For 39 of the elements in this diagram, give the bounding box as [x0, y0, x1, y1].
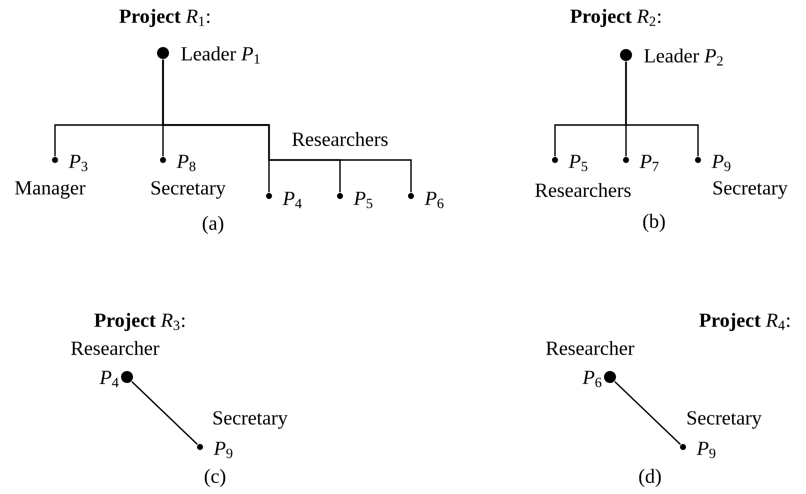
node-label: Leader P$_{2}$: [644, 48, 723, 66]
connector-line: [614, 381, 681, 445]
dot: [121, 370, 133, 383]
panel-label: (a): [202, 216, 224, 234]
panel-label: (d): [639, 468, 661, 488]
dot: [604, 370, 616, 383]
node-label: P$_{8}$: [176, 154, 196, 172]
dot: [620, 49, 632, 61]
node-label: P$_{5}$: [354, 192, 372, 208]
node-label: Researcher: [546, 340, 634, 356]
connector-line: [625, 62, 699, 156]
project-title: Project R$_{4}$:: [699, 312, 790, 332]
node-label: P$_{9}$: [214, 442, 232, 458]
node-label: Secretary: [214, 411, 288, 429]
node-label: Secretary: [714, 181, 788, 199]
group-label: Researchers: [535, 182, 631, 198]
connector-line: [131, 381, 198, 445]
node-label: P$_{6}$: [424, 192, 444, 208]
node-label: P$_{9}$: [712, 154, 730, 172]
panel-label: (b): [643, 214, 665, 232]
node-label: Secretary: [688, 411, 762, 429]
node-label: P$_{7}$: [640, 154, 659, 172]
node-label: P$_{6}$: [582, 370, 602, 388]
project-title: Project R$_{1}$:: [119, 8, 210, 28]
node-label: P$_{4}$: [99, 370, 119, 388]
project-title: Project R$_{3}$:: [94, 312, 184, 332]
node-label: Leader P$_{1}$: [181, 46, 260, 64]
node-label: P$_{5}$: [568, 154, 588, 172]
panel-label: (c): [204, 468, 226, 488]
node-label: P$_{9}$: [696, 442, 716, 458]
group-label: Researchers: [292, 132, 388, 146]
connector-line: [162, 60, 412, 192]
node-label: Researcher: [71, 340, 160, 356]
node-label: P$_{3}$: [68, 154, 88, 172]
node-label: Secretary: [152, 181, 226, 199]
project-title: Project R$_{2}$:: [570, 8, 660, 28]
node-label: Manager: [15, 181, 86, 199]
dot: [157, 46, 169, 59]
node-label: P$_{4}$: [282, 192, 302, 208]
